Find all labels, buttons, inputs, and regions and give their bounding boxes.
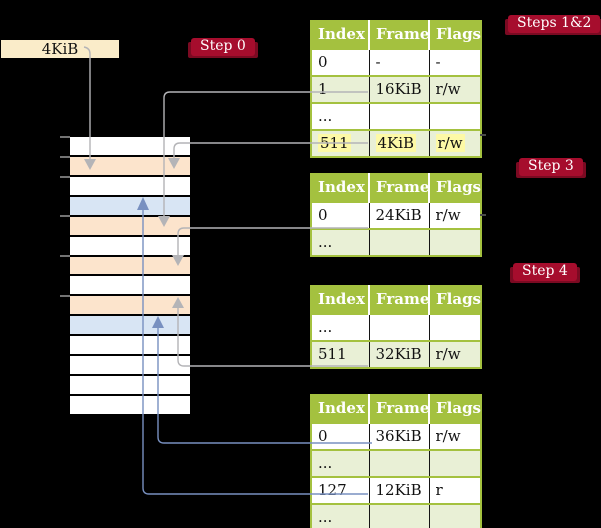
memory-frame-row-white [70, 395, 190, 414]
col-header-index: Index [311, 395, 369, 423]
cell-flags [428, 102, 481, 130]
label-step-4: Step 4 [513, 263, 577, 281]
cell-frame [368, 313, 429, 341]
table-row: ... [311, 503, 481, 528]
label-steps-1-2: Steps 1&2 [508, 15, 601, 33]
col-header-index: Index [311, 21, 369, 49]
highlight: 4KiB [375, 134, 417, 152]
cell-flags: r/w [428, 129, 481, 157]
memory-frame-row-white [70, 236, 190, 257]
memory-frame-row-peach [70, 256, 190, 277]
label-step-0: Step 0 [191, 38, 255, 56]
memory-frame-row-peach [70, 156, 190, 177]
table-row: ... [311, 102, 481, 130]
table-row: ... [311, 228, 481, 256]
col-header-frame: Frame [368, 21, 429, 49]
memory-frame-row-white [70, 137, 190, 157]
col-header-frame: Frame [368, 395, 429, 423]
cell-index: 511 [311, 340, 369, 368]
memory-frame-row-white [70, 336, 190, 357]
memory-frame-row-peach [70, 296, 190, 317]
cell-frame: 36KiB [368, 422, 429, 450]
col-header-frame: Frame [368, 286, 429, 314]
cell-frame: 32KiB [368, 340, 429, 368]
table-row: ... [311, 449, 481, 477]
cell-frame [368, 449, 429, 477]
cell-index: 0 [311, 422, 369, 450]
cell-frame: 16KiB [368, 75, 429, 103]
col-header-flags: Flags [428, 395, 481, 423]
table-row: ... [311, 313, 481, 341]
memory-tick-marks [60, 136, 70, 297]
cell-index: 0 [311, 201, 369, 229]
cell-index: ... [311, 449, 369, 477]
cell-index: ... [311, 102, 369, 130]
cell-flags [428, 503, 481, 528]
cell-flags: r/w [428, 75, 481, 103]
cell-flags [428, 449, 481, 477]
memory-frame-row-peach [70, 216, 190, 237]
memory-frame-row-white [70, 356, 190, 377]
cell-frame: 4KiB [368, 129, 429, 157]
highlight: 511 [318, 134, 351, 152]
col-header-flags: Flags [428, 286, 481, 314]
col-header-flags: Flags [428, 174, 481, 202]
cell-index: ... [311, 503, 369, 528]
cell-frame [368, 503, 429, 528]
cell-index: 127 [311, 476, 369, 504]
cell-frame [368, 228, 429, 256]
memory-frame-row-blue [70, 316, 190, 337]
label-step-3: Step 3 [519, 158, 583, 176]
col-header-flags: Flags [428, 21, 481, 49]
col-header-frame: Frame [368, 174, 429, 202]
memory-frame-row-white [70, 176, 190, 197]
frame-size-box: 4KiB [1, 40, 119, 58]
cell-frame: 12KiB [368, 476, 429, 504]
table-row: 511 4KiB r/w [311, 129, 481, 157]
cell-flags: r/w [428, 201, 481, 229]
memory-frame-row-white [70, 276, 190, 297]
cell-flags: - [428, 48, 481, 76]
memory-frame-row-blue [70, 196, 190, 217]
physical-memory-column [70, 137, 190, 414]
frame-size-label: 4KiB [41, 40, 79, 58]
cell-frame: - [368, 48, 429, 76]
table-row: 0-- [311, 48, 481, 76]
cell-frame [368, 102, 429, 130]
cell-flags: r/w [428, 340, 481, 368]
cell-index: 511 [311, 129, 369, 157]
col-header-index: Index [311, 286, 369, 314]
cell-frame: 24KiB [368, 201, 429, 229]
cell-index: 1 [311, 75, 369, 103]
highlight: r/w [435, 134, 465, 152]
col-header-index: Index [311, 174, 369, 202]
cell-flags: r [428, 476, 481, 504]
cell-index: 0 [311, 48, 369, 76]
cell-index: ... [311, 228, 369, 256]
cell-index: ... [311, 313, 369, 341]
cell-flags: r/w [428, 422, 481, 450]
memory-frame-row-white [70, 376, 190, 396]
cell-flags [428, 228, 481, 256]
cell-flags [428, 313, 481, 341]
